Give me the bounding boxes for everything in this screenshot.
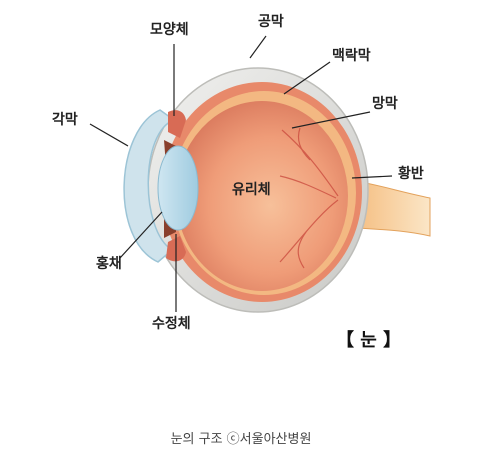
label-lens: 수정체 [152,316,191,332]
blood-vessels [279,127,339,269]
leader-lines [89,35,393,312]
lens-shape [157,145,199,231]
label-macula: 황반 [398,166,424,182]
label-sclera: 공막 [258,14,284,30]
label-cornea: 각막 [52,112,78,128]
label-choroid: 맥락막 [332,48,371,64]
image-caption: 눈의 구조 ⓒ서울아산병원 [170,432,312,447]
label-iris: 홍채 [96,256,122,272]
ciliary-body-shape [168,110,186,138]
label-retina: 망막 [372,96,398,112]
cornea-shape [123,109,176,263]
diagram-title: 【 눈 】 [336,330,402,351]
label-vitreous: 유리체 [232,182,271,198]
vitreous-body [176,101,348,291]
label-ciliary-body: 모양체 [150,22,189,38]
